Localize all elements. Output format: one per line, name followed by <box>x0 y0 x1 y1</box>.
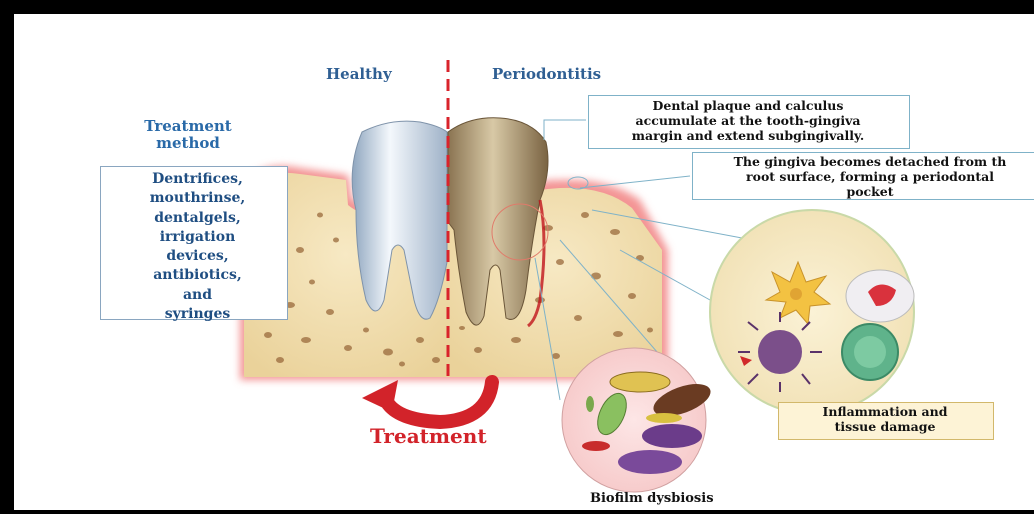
bacteria-icon <box>586 396 594 412</box>
inflammation-callout-line: tissue damage <box>780 419 990 434</box>
treatment-method-item: and <box>130 286 265 305</box>
bacteria-icon <box>618 450 682 474</box>
gingiva-callout-text: The gingiva becomes detached from th roo… <box>700 154 1034 199</box>
plaque-callout-line: Dental plaque and calculus <box>592 98 904 113</box>
periodontitis-heading: Periodontitis <box>492 66 601 83</box>
gingiva-callout-line: The gingiva becomes detached from th <box>700 154 1034 169</box>
gingiva-callout-line: pocket <box>700 184 1034 199</box>
plaque-callout-line: margin and extend subgingivally. <box>592 128 904 143</box>
healthy-heading: Healthy <box>326 66 392 83</box>
treatment-method-item: antibiotics, <box>130 266 265 285</box>
biofilm-label: Biofilm dysbiosis <box>590 492 714 506</box>
treatment-method-item: irrigation <box>130 228 265 247</box>
treatment-method-item: Dentrifices, <box>130 170 265 189</box>
gingiva-callout-line: root surface, forming a periodontal <box>700 169 1034 184</box>
treatment-arrow-icon <box>362 380 492 422</box>
bacteria-icon <box>582 441 610 451</box>
plaque-callout-text: Dental plaque and calculus accumulate at… <box>592 98 904 143</box>
treatment-method-item: dentalgels, <box>130 209 265 228</box>
treatment-method-list: Dentrifices, mouthrinse, dentalgels, irr… <box>130 170 265 324</box>
red-cell-icon <box>846 270 914 322</box>
biofilm-circle <box>562 348 715 492</box>
treatment-method-heading: Treatment method <box>128 118 248 151</box>
treatment-method-item: syringes <box>130 305 265 324</box>
treatment-method-item: devices, <box>130 247 265 266</box>
bacteria-icon <box>642 424 702 448</box>
plaque-callout-line: accumulate at the tooth-gingiva <box>592 113 904 128</box>
immune-cells-circle <box>710 210 914 414</box>
treatment-label: Treatment <box>370 425 487 447</box>
bacteria-icon <box>610 372 670 392</box>
green-cell-icon <box>842 324 898 380</box>
inflammation-callout-line: Inflammation and <box>780 404 990 419</box>
inflammation-callout-text: Inflammation and tissue damage <box>780 404 990 434</box>
bacteria-icon <box>646 413 682 423</box>
treatment-method-item: mouthrinse, <box>130 189 265 208</box>
